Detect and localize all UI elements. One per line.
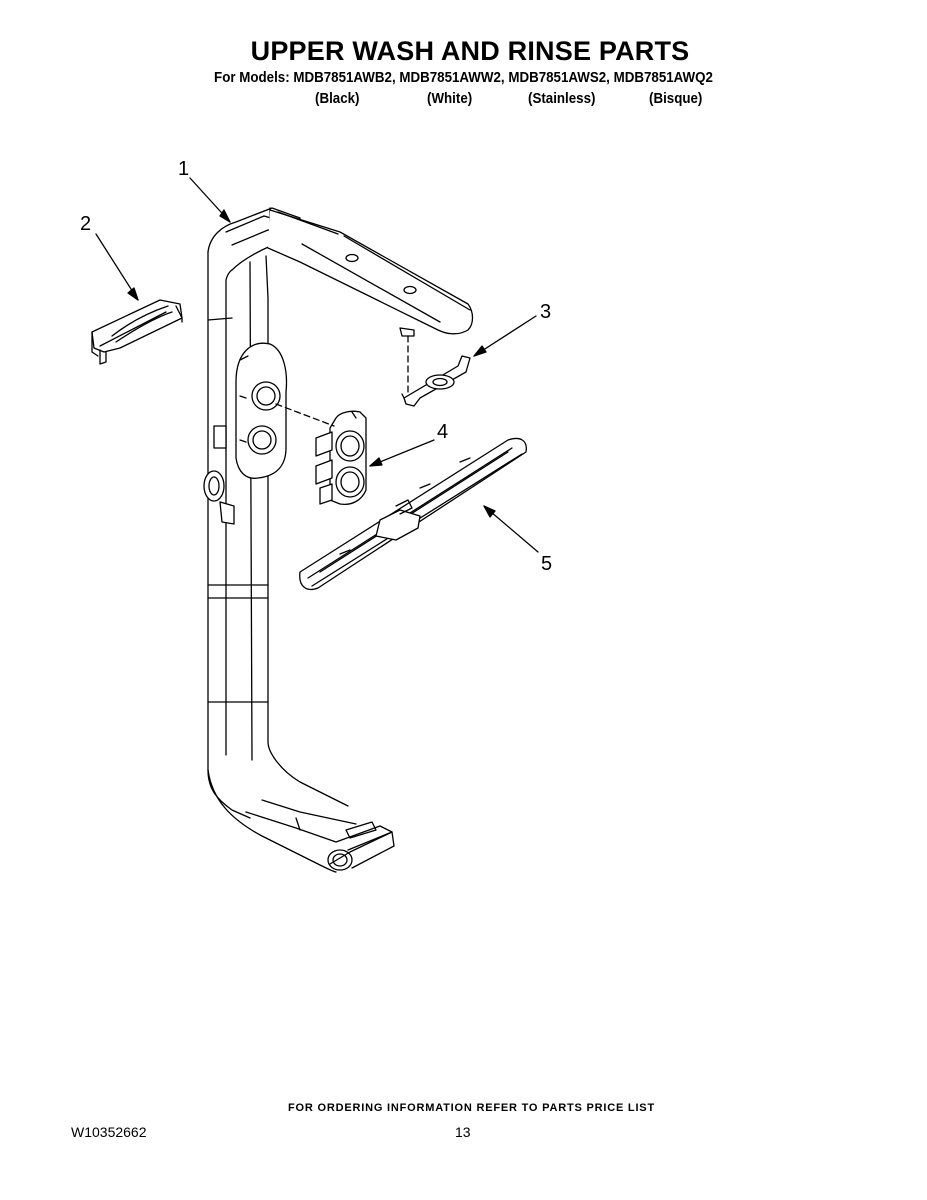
callout-3: 3 (540, 301, 551, 323)
variant-stainless: (Stainless) (528, 91, 596, 107)
models-line: For Models: MDB7851AWB2, MDB7851AWW2, MD… (214, 70, 713, 86)
part-1-manifold-plate (235, 342, 288, 479)
page-number: 13 (455, 1124, 471, 1140)
part-4-port-adapter (315, 410, 367, 506)
callout-5: 5 (541, 553, 552, 575)
variant-white: (White) (427, 91, 473, 107)
ordering-note: FOR ORDERING INFORMATION REFER TO PARTS … (288, 1102, 655, 1114)
document-number: W10352662 (71, 1124, 147, 1140)
part-1-upper-bracket (267, 209, 474, 337)
variant-bisque: (Bisque) (649, 91, 703, 107)
part-3-spray-arm-mount (401, 355, 471, 407)
page-title: UPPER WASH AND RINSE PARTS (250, 36, 690, 66)
callout-1: 1 (178, 158, 189, 180)
variant-black: (Black) (315, 91, 360, 107)
assembly-lines (275, 335, 409, 427)
callout-4: 4 (437, 421, 448, 443)
part-5-spray-arm (299, 437, 527, 591)
callout-2: 2 (80, 213, 91, 235)
part-2-bracket-clip (91, 299, 183, 365)
leader-lines (95, 177, 539, 553)
